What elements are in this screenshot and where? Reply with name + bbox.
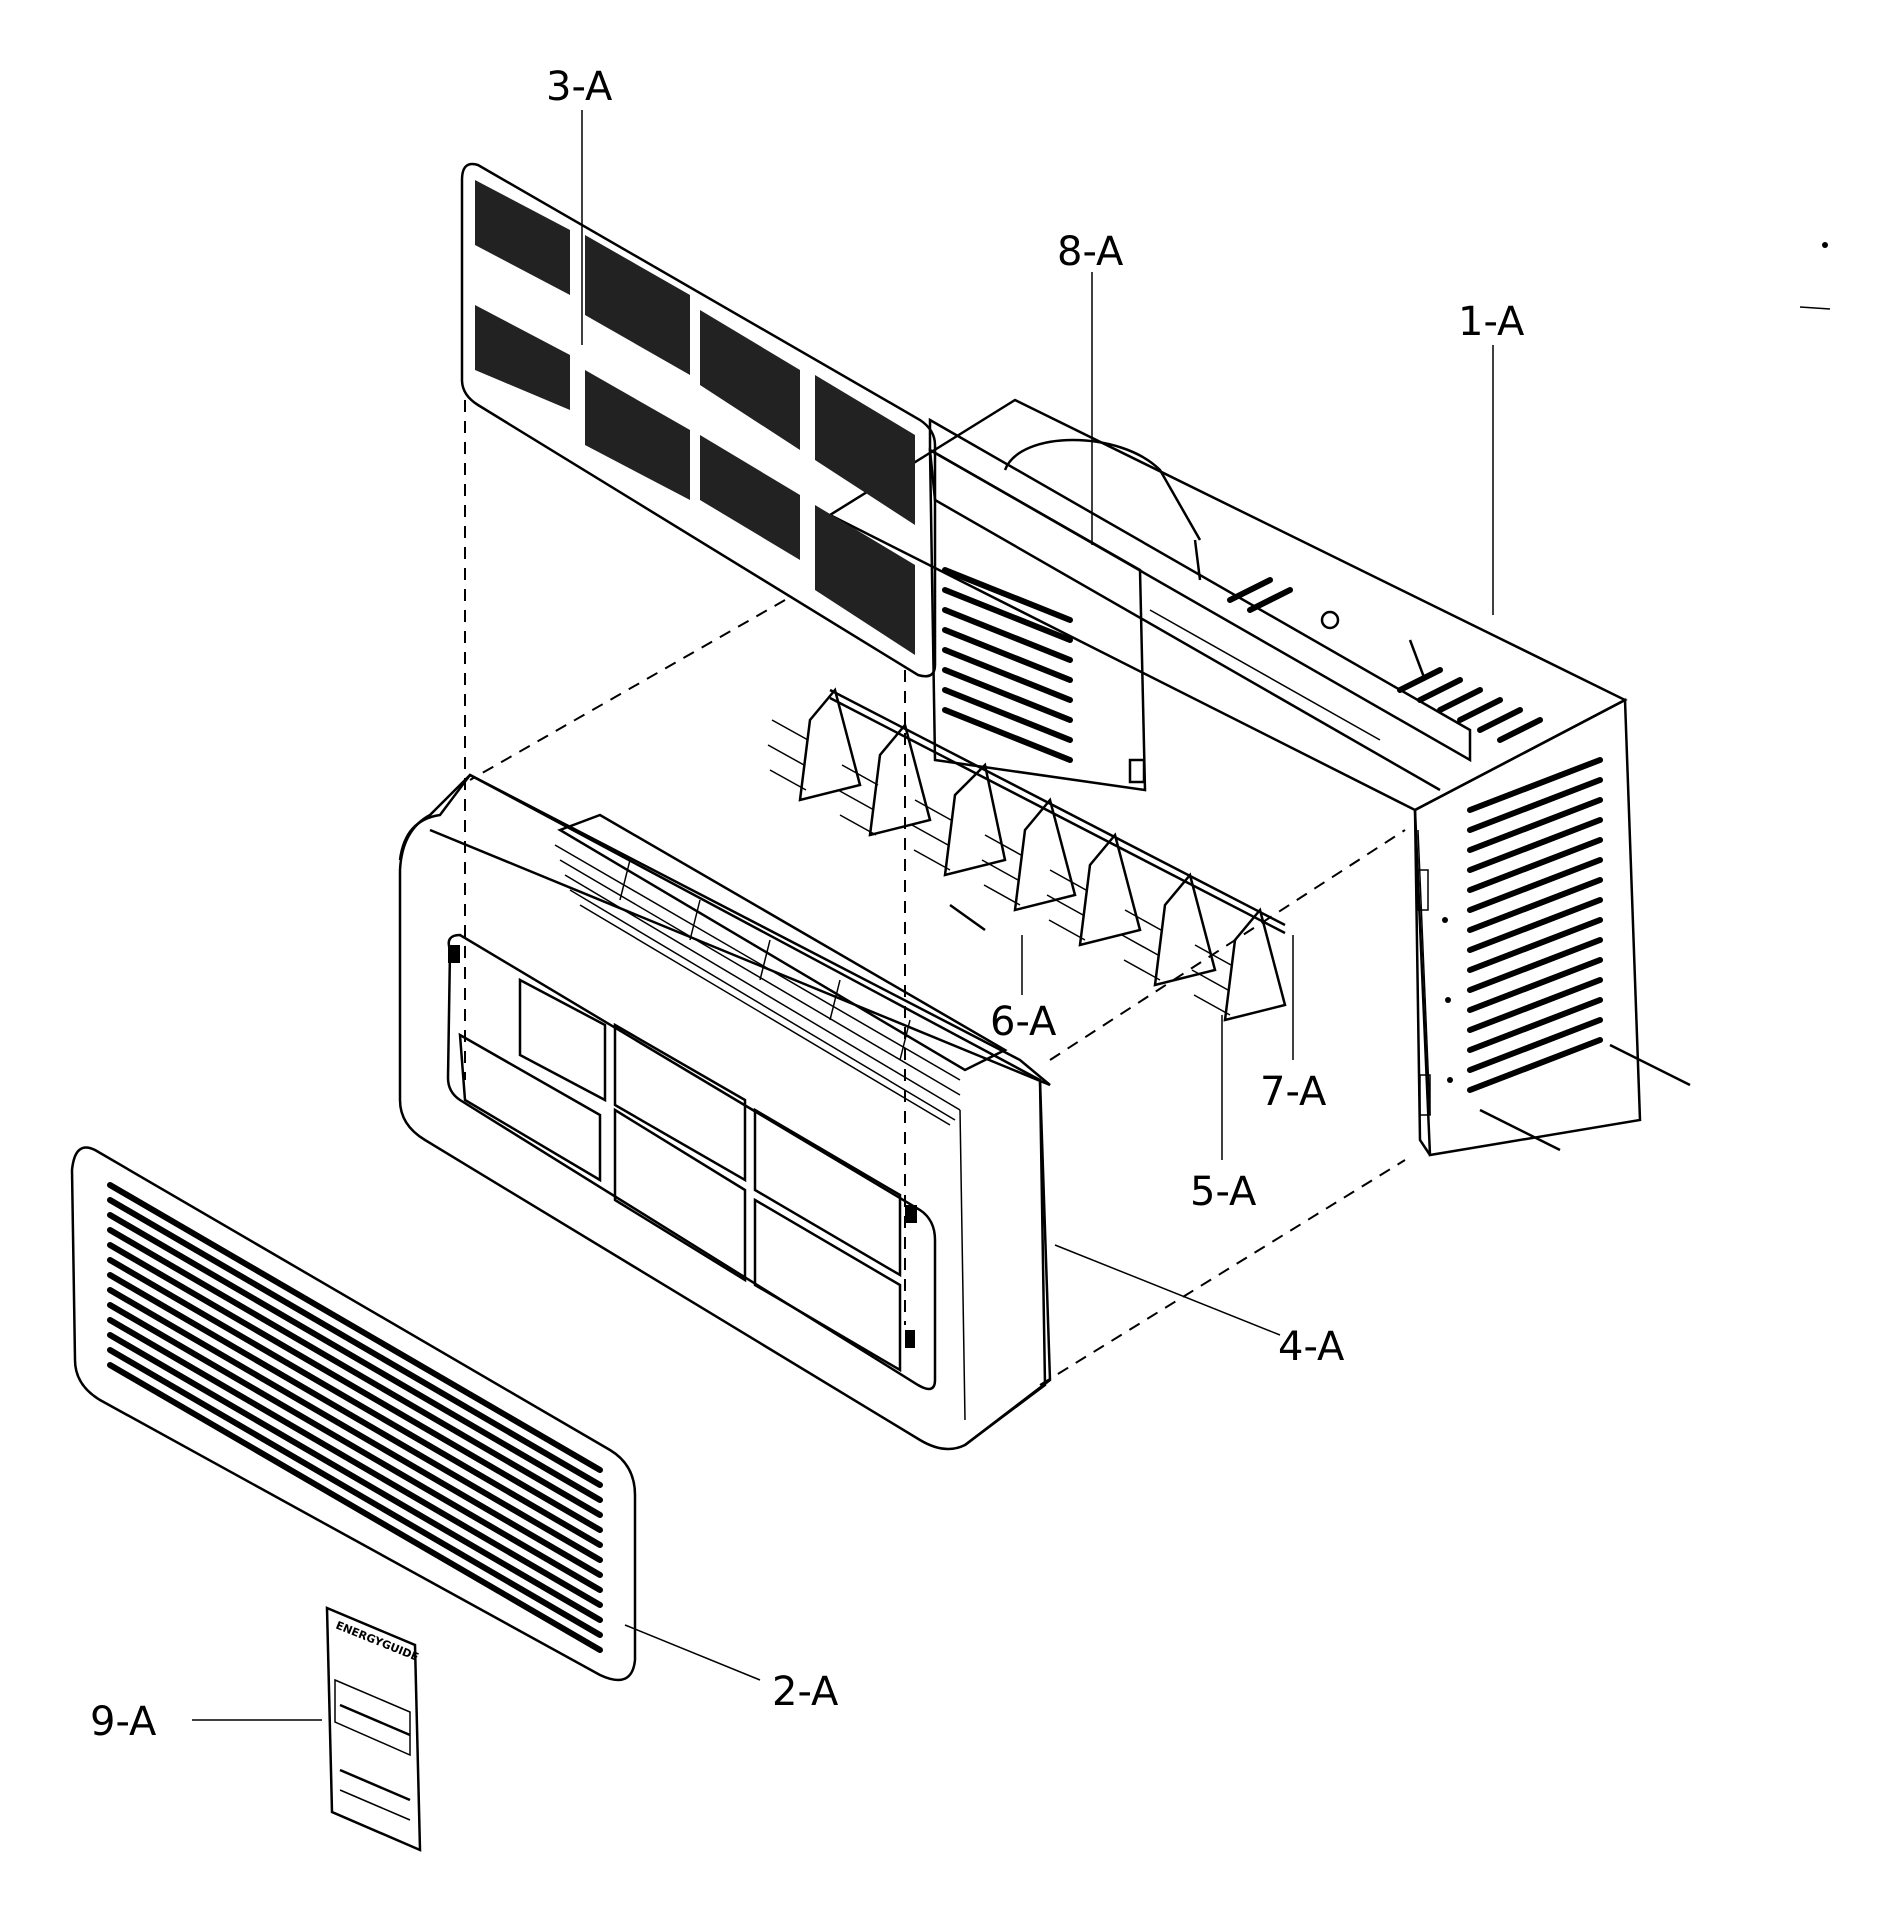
callout-labels: 3-A 8-A 1-A 6-A 7-A 5-A 4-A 2-A 9-A [90, 64, 1525, 1745]
louvre-vane-2 [837, 722, 932, 837]
front-grille-slats [107, 1182, 603, 1653]
assembly-guide-lines [464, 400, 1406, 1386]
filter-mesh-cells [475, 180, 915, 655]
cabinet-side-louvres [1467, 757, 1603, 1093]
callout-6a: 6-A [990, 999, 1057, 1045]
energy-guide-label-9a: ENERGYGUIDE [325, 1606, 422, 1852]
callout-5a: 5-A [1190, 1169, 1257, 1215]
callout-1a: 1-A [1458, 299, 1525, 345]
louvre-vane-6 [1121, 872, 1217, 987]
stray-mark-dash [1799, 306, 1831, 310]
callout-4a: 4-A [1278, 1324, 1345, 1370]
evaporator-coil-fins [942, 567, 1073, 763]
callout-3a: 3-A [546, 64, 613, 110]
air-filter-3a [460, 162, 937, 678]
louvre-vane-5 [1046, 832, 1142, 947]
louvre-assembly [767, 687, 1287, 1022]
front-grille-2a [70, 1146, 637, 1682]
front-panel-inner-cells [458, 977, 902, 1373]
stray-mark [1822, 242, 1828, 248]
louvre-vane-1 [767, 687, 862, 802]
louvre-vane-4 [981, 797, 1077, 912]
cabinet-top-fins [1227, 577, 1543, 743]
front-panel-4a [398, 773, 1052, 1451]
leader-lines [192, 110, 1494, 1721]
callout-8a: 8-A [1057, 229, 1124, 275]
callout-9a: 9-A [90, 1699, 157, 1745]
front-panel-top-grille [554, 813, 1008, 1126]
louvre-vane-3 [911, 762, 1007, 877]
callout-2a: 2-A [772, 1669, 839, 1715]
callout-7a: 7-A [1260, 1069, 1327, 1115]
cabinet-1a [827, 398, 1691, 1157]
